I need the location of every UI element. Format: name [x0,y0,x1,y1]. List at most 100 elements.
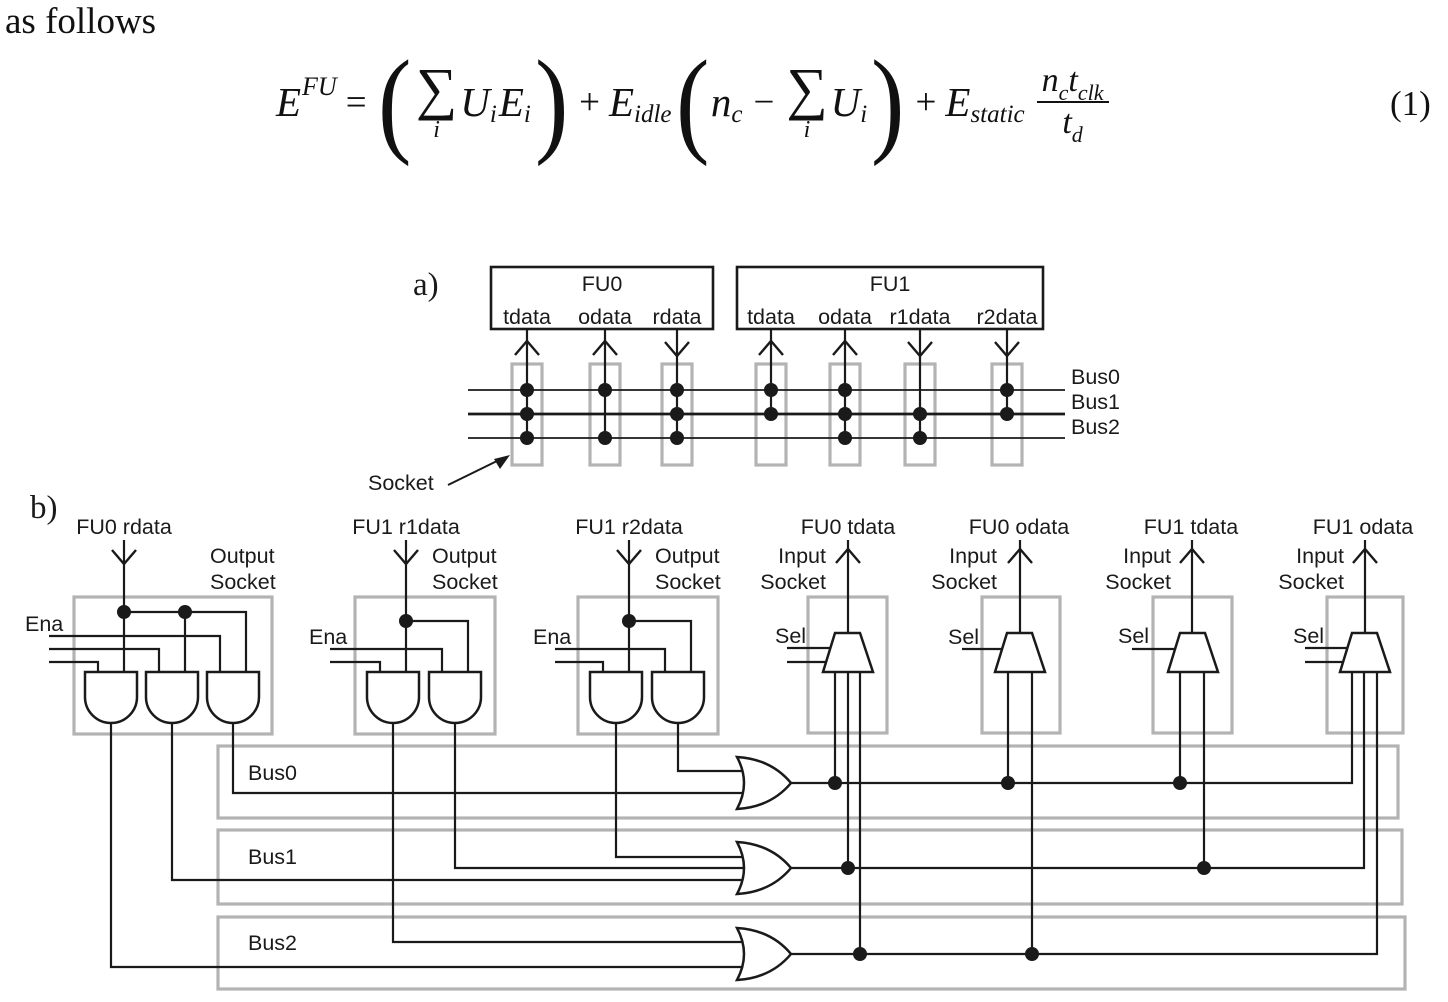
eq-summation: ∑i [786,55,828,144]
eq-subscript: i [489,100,497,128]
intro-text: as follows [5,1,157,42]
port-label: r2data [977,305,1038,329]
bus-label: Bus0 [1071,365,1120,389]
socket-pointer-line [447,460,498,486]
diagram-b-label: b) [30,490,58,526]
ena-label: Ena [533,625,571,649]
ena-label: Ena [25,612,63,636]
port-label: r1data [890,305,951,329]
fu1-title: FU1 [870,272,911,296]
port-label: tdata [747,305,795,329]
bus-labels: Bus0 Bus1 Bus2 [1071,365,1120,439]
eq-token: + [579,81,600,123]
input-socket-label: Input [778,544,826,568]
eq-subscript: c [1058,80,1069,105]
bus2-box [216,915,1407,991]
eq-token: U [830,78,861,125]
and-gate [83,670,139,725]
mux [1338,631,1392,674]
eq-summation: ∑i [415,55,458,144]
signal-label: FU0 rdata [76,515,172,539]
bus-label: Bus1 [1071,390,1120,414]
input-socket-label: Socket [760,570,826,594]
output-socket-box [576,595,720,736]
or-gates [734,755,793,982]
eq-subscript: idle [634,100,672,128]
output-socket-label: Socket [655,570,721,594]
port-label: odata [578,305,632,329]
fu0-port-labels: tdata odata rdata [503,305,701,329]
eq-token: t [1062,104,1072,141]
or-gate-bus2 [734,926,793,982]
port-label: tdata [503,305,551,329]
eq-sigma: ∑ [415,55,458,121]
fu0-box [489,265,715,331]
output-socket-label: Output [432,544,497,568]
port-label: odata [818,305,872,329]
bus-connection-dots [520,383,1014,445]
sel-label: Sel [775,624,806,648]
output-socket-label: Output [210,544,275,568]
eq-subscript: i [523,100,531,128]
sel-label: Sel [948,625,979,649]
socket-pointer-label: Socket [368,471,434,495]
mux [993,631,1047,674]
eq-subscript: c [731,100,743,128]
bus1-box [216,828,1404,906]
eq-subscript: static [970,100,1025,128]
and-gate [650,670,706,725]
and-gate [205,670,261,725]
output-socket-label: Output [655,544,720,568]
and-gate [144,670,200,725]
eq-token: U [460,78,490,125]
signal-label: FU1 r2data [575,515,683,539]
eq-sigma: ∑ [786,55,828,121]
wire-junction-dots [117,605,1211,961]
signal-label: FU0 odata [969,515,1069,539]
eq-subscript: i [860,100,868,128]
diagram-a-label: a) [413,267,439,303]
input-socket-label: Socket [1105,570,1171,594]
bus-box-labels: Bus0 Bus1 Bus2 [248,761,297,955]
input-socket-label: Input [949,544,997,568]
signal-labels: FU0 rdata FU1 r1data FU1 r2data FU0 tdat… [76,515,1413,539]
eq-sum-index: i [433,117,440,144]
bus-boxes [216,744,1407,991]
bus-label: Bus0 [248,761,297,785]
output-socket-label: Socket [432,570,498,594]
eq-token: n [1041,62,1059,99]
input-socket-label: Input [1123,544,1171,568]
signal-label: FU0 tdata [801,515,895,539]
sel-label: Sel [1293,624,1324,648]
eq-paren: ) [871,36,905,167]
signal-label: FU1 odata [1313,515,1413,539]
eq-sum-index: i [803,117,811,144]
eq-token: + [915,81,937,123]
input-socket-label: Socket [931,570,997,594]
eq-subscript: d [1071,122,1083,147]
and-gate [365,670,421,725]
sel-label: Sel [1118,624,1149,648]
or-gate-bus0 [734,755,793,811]
eq-paren: ( [377,36,411,167]
bus-label: Bus2 [1071,415,1120,439]
multiplexers [821,631,1392,674]
bus0-box [216,744,1400,820]
and-gate [427,670,483,725]
eq-token: E [945,78,971,125]
enable-select-labels: Ena Ena Ena Sel Sel Sel Sel [25,612,1324,649]
eq-token: E [276,78,302,125]
signal-label: FU1 tdata [1144,515,1238,539]
eq-token: E [608,78,635,125]
and-gate [588,670,644,725]
eq-fraction-denominator: td [1062,103,1082,146]
eq-token: − [753,81,775,123]
input-socket-label: Socket [1278,570,1344,594]
equation-number: (1) [1390,84,1431,123]
eq-fraction: nctclk td [1036,62,1109,146]
diagram-a: a) FU0 FU1 tdata odata rdata [368,265,1120,495]
signal-label: FU1 r1data [352,515,460,539]
eq-token: E [498,78,524,125]
